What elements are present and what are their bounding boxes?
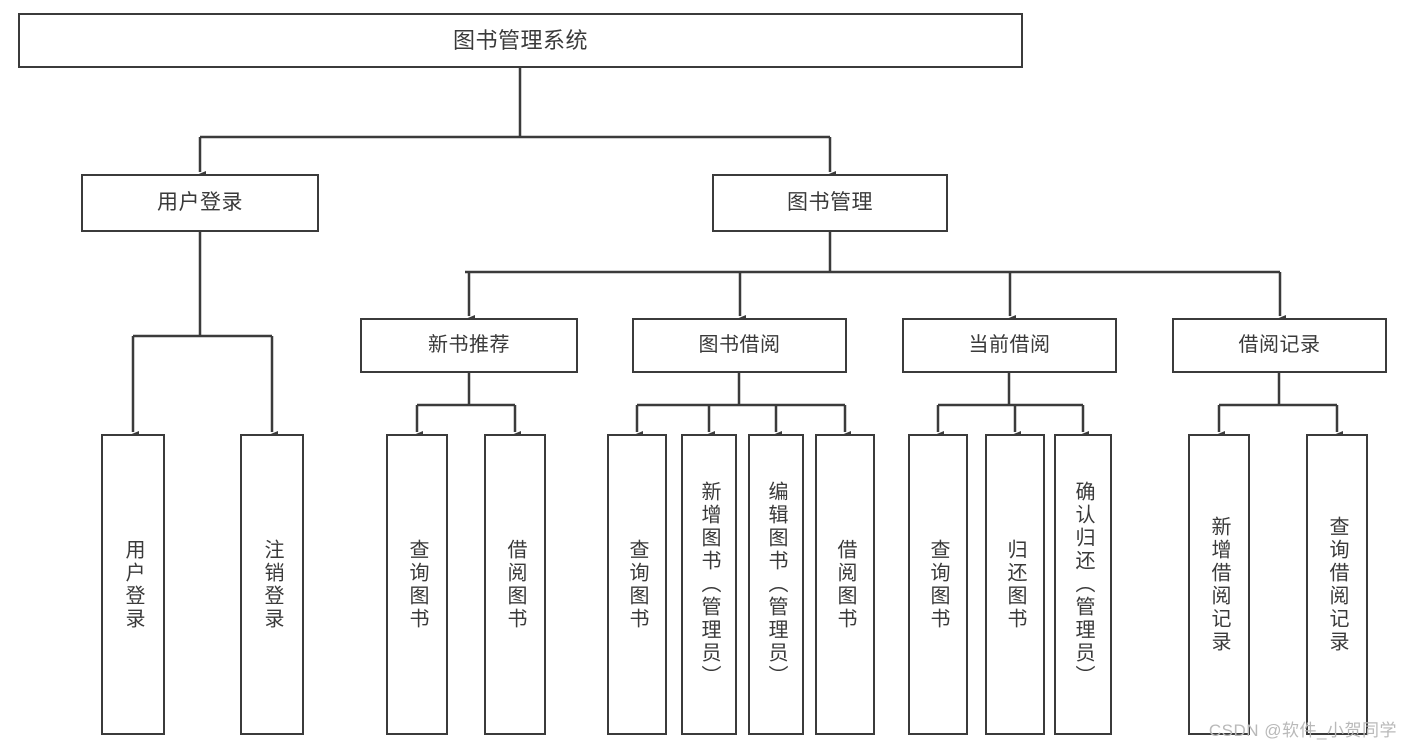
node-book-borrow: 图书借阅 <box>632 318 847 373</box>
node-leaf-query-book-3: 查询图书 <box>908 434 968 735</box>
node-leaf-return-book: 归还图书 <box>985 434 1045 735</box>
node-book-manage: 图书管理 <box>712 174 948 232</box>
node-borrow-record: 借阅记录 <box>1172 318 1387 373</box>
node-label: 当前借阅 <box>968 334 1051 356</box>
node-leaf-query-book-2: 查询图书 <box>607 434 667 735</box>
watermark: CSDN @软件_小贺同学 <box>1208 721 1397 740</box>
node-leaf-logout: 注销登录 <box>240 434 304 735</box>
node-label: 新增借阅记录 <box>1208 515 1230 654</box>
node-label: 用户登录 <box>157 190 243 214</box>
node-label: 确认归还（管理员） <box>1072 481 1094 688</box>
node-root: 图书管理系统 <box>18 13 1023 68</box>
node-leaf-user-login: 用户登录 <box>101 434 165 735</box>
node-leaf-confirm-return: 确认归还（管理员） <box>1054 434 1112 735</box>
node-label: 借阅图书 <box>504 538 526 631</box>
node-label: 注销登录 <box>261 538 283 631</box>
node-leaf-query-record: 查询借阅记录 <box>1306 434 1368 735</box>
node-label: 归还图书 <box>1004 538 1026 631</box>
node-leaf-borrow-book-1: 借阅图书 <box>484 434 546 735</box>
node-label: 查询图书 <box>626 538 648 631</box>
node-current-borrow: 当前借阅 <box>902 318 1117 373</box>
node-label: 图书管理系统 <box>452 27 588 53</box>
node-leaf-add-record: 新增借阅记录 <box>1188 434 1250 735</box>
node-label: 新书推荐 <box>428 334 510 356</box>
node-leaf-add-book: 新增图书（管理员） <box>681 434 737 735</box>
node-label: 用户登录 <box>122 538 144 631</box>
node-label: 查询图书 <box>927 538 949 631</box>
node-leaf-borrow-book-2: 借阅图书 <box>815 434 875 735</box>
node-label: 新增图书（管理员） <box>698 481 720 688</box>
node-label: 查询图书 <box>406 538 428 631</box>
node-leaf-query-book-1: 查询图书 <box>386 434 448 735</box>
node-label: 编辑图书（管理员） <box>765 481 787 688</box>
node-label: 借阅图书 <box>834 538 856 631</box>
node-label: 图书借阅 <box>698 334 781 356</box>
node-user-login: 用户登录 <box>81 174 319 232</box>
node-label: 查询借阅记录 <box>1326 515 1348 654</box>
node-label: 图书管理 <box>787 190 873 214</box>
node-label: 借阅记录 <box>1238 334 1321 356</box>
node-new-book-rec: 新书推荐 <box>360 318 578 373</box>
node-leaf-edit-book: 编辑图书（管理员） <box>748 434 804 735</box>
